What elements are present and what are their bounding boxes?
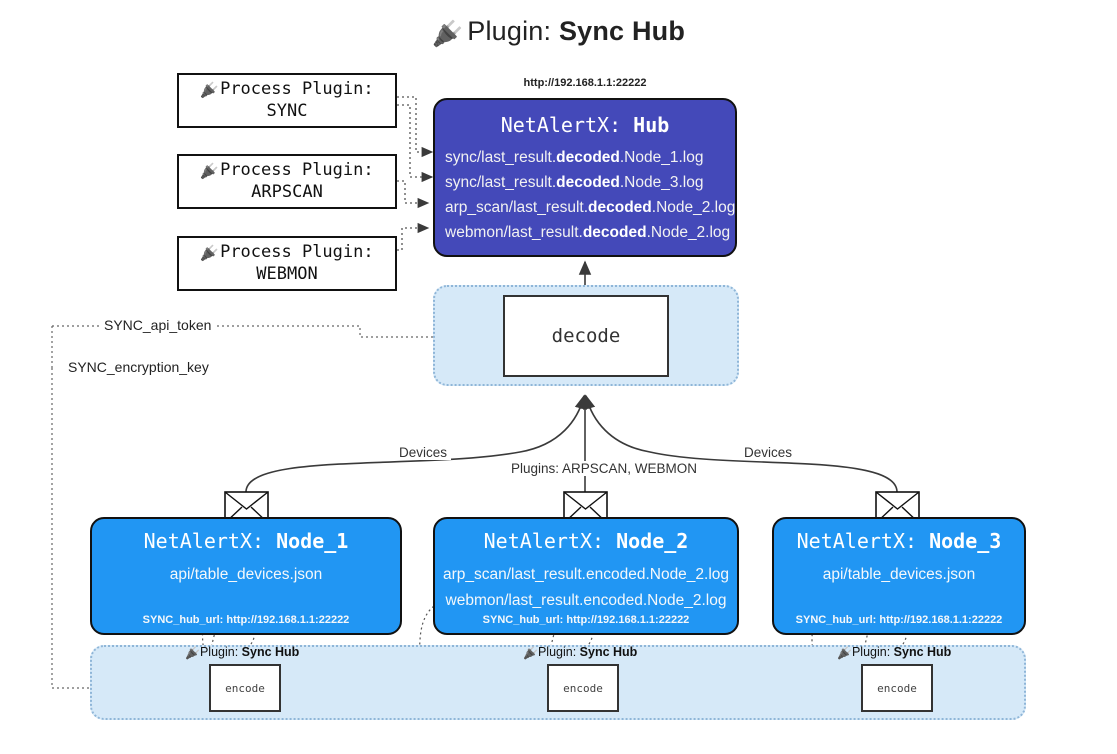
encode-plugin-label-3: 🔌Plugin: Sync Hub xyxy=(837,645,952,660)
edge-node3-to-decode xyxy=(583,394,898,493)
encode-plugin-label-1: 🔌Plugin: Sync Hub xyxy=(185,645,300,660)
node-box-node2[interactable]: NetAlertX: Node_2 arp_scan/last_result.e… xyxy=(433,517,739,635)
hub-log-row: sync/last_result.decoded.Node_3.log xyxy=(445,174,704,191)
page-title-name: Sync Hub xyxy=(558,16,686,46)
process-plugin-arpscan[interactable]: 🔌 Process Plugin: ARPSCAN xyxy=(177,154,397,209)
plug-icon: 🔌 xyxy=(431,20,464,48)
plug-icon: 🔌 xyxy=(185,646,200,660)
node-footer: SYNC_hub_url: http://192.168.1.1:22222 xyxy=(482,614,690,626)
edge-node1-to-decode xyxy=(245,394,587,493)
encode-box-3[interactable]: encode xyxy=(861,664,933,712)
hub-log-row: webmon/last_result.decoded.Node_2.log xyxy=(445,224,731,241)
edge-label-devices-right: Devices xyxy=(740,445,797,460)
node-footer: SYNC_hub_url: http://192.168.1.1:22222 xyxy=(795,614,1003,626)
node-title: NetAlertX: Node_2 xyxy=(483,529,689,553)
node-lines: api/table_devices.json xyxy=(774,562,1024,588)
label-sync-encryption-key: SYNC_encryption_key xyxy=(64,359,213,375)
edge-label-devices-left: Devices xyxy=(395,445,452,460)
hub-url: http://192.168.1.1:22222 xyxy=(523,77,647,89)
node-line: api/table_devices.json xyxy=(169,566,323,583)
process-plugin-label: Process Plugin: xyxy=(220,242,374,263)
node-box-node1[interactable]: NetAlertX: Node_1 api/table_devices.json… xyxy=(90,517,402,635)
process-plugin-label: Process Plugin: xyxy=(220,160,374,181)
process-plugin-name: SYNC xyxy=(266,100,308,121)
hub-log-row: arp_scan/last_result.decoded.Node_2.log xyxy=(445,199,736,216)
plug-icon: 🔌 xyxy=(837,646,852,660)
node-footer: SYNC_hub_url: http://192.168.1.1:22222 xyxy=(142,614,350,626)
page-title-prefix: Plugin: xyxy=(467,16,559,46)
hub-title: NetAlertX: Hub xyxy=(435,113,735,137)
plug-icon: 🔌 xyxy=(200,161,220,180)
encode-box-2[interactable]: encode xyxy=(547,664,619,712)
edge-sync-to-hub-row1 xyxy=(397,96,434,158)
hub-log-row: sync/last_result.decoded.Node_1.log xyxy=(445,149,704,166)
node-line: arp_scan/last_result.encoded.Node_2.log xyxy=(442,566,730,583)
node-line: webmon/last_result.encoded.Node_2.log xyxy=(445,592,727,609)
hub-title-name: Hub xyxy=(633,113,670,137)
edge-webmon-to-hub-row4 xyxy=(397,222,430,251)
plug-icon: 🔌 xyxy=(200,243,220,262)
process-plugin-name: ARPSCAN xyxy=(251,181,323,202)
process-plugin-name: WEBMON xyxy=(256,263,318,284)
decode-box[interactable]: decode xyxy=(503,295,669,377)
node-box-node3[interactable]: NetAlertX: Node_3 api/table_devices.json… xyxy=(772,517,1026,635)
edge-label-plugins-center: Plugins: ARPSCAN, WEBMON xyxy=(507,461,702,476)
node-lines: arp_scan/last_result.encoded.Node_2.log … xyxy=(435,562,737,614)
process-plugin-sync[interactable]: 🔌 Process Plugin: SYNC xyxy=(177,73,397,128)
hub-box[interactable]: NetAlertX: Hub sync/last_result.decoded.… xyxy=(433,98,737,257)
hub-title-prefix: NetAlertX: xyxy=(500,113,634,137)
node-title: NetAlertX: Node_1 xyxy=(143,529,349,553)
node-line: api/table_devices.json xyxy=(822,566,976,583)
encode-plugin-label-2: 🔌Plugin: Sync Hub xyxy=(523,645,638,660)
encode-box-1[interactable]: encode xyxy=(209,664,281,712)
plug-icon: 🔌 xyxy=(523,646,538,660)
process-plugin-webmon[interactable]: 🔌 Process Plugin: WEBMON xyxy=(177,236,397,291)
page-title: 🔌Plugin: Sync Hub xyxy=(0,16,1117,49)
node-title: NetAlertX: Node_3 xyxy=(796,529,1002,553)
plug-icon: 🔌 xyxy=(200,80,220,99)
edge-arpscan-to-hub-row3 xyxy=(397,180,430,209)
label-sync-api-token: SYNC_api_token xyxy=(100,317,216,333)
edge-sync-to-hub-row2 xyxy=(397,104,434,183)
node-lines: api/table_devices.json xyxy=(92,562,400,588)
hub-log-rows: sync/last_result.decoded.Node_1.log sync… xyxy=(435,145,735,245)
process-plugin-label: Process Plugin: xyxy=(220,79,374,100)
